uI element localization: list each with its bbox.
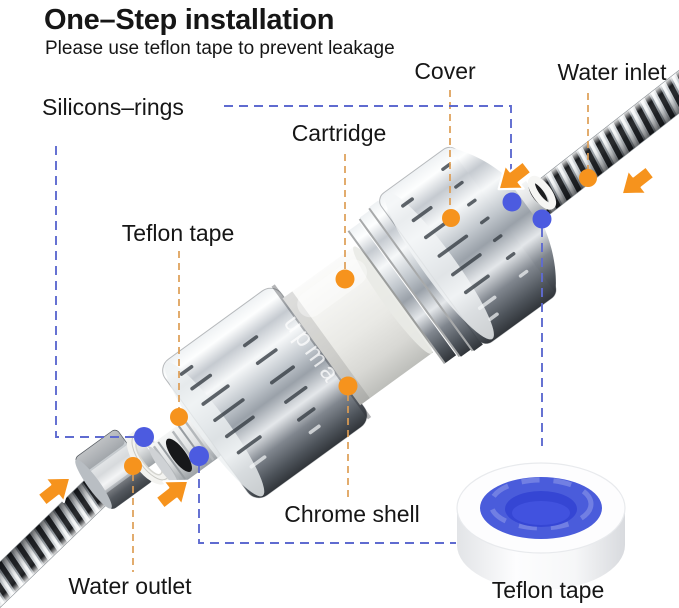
water-inlet-dot	[579, 169, 597, 187]
water-outlet-dot	[124, 457, 142, 475]
arrow-outlet-2	[154, 479, 190, 510]
cover-cap	[379, 146, 557, 345]
label-cover: Cover	[414, 58, 476, 84]
silicone-ring-dot-2	[189, 446, 209, 466]
arrow-outlet-1	[36, 476, 72, 507]
label-cartridge: Cartridge	[291, 120, 387, 146]
cover-ridge-rings	[347, 200, 483, 365]
page-subtitle: Please use teflon tape to prevent leakag…	[45, 38, 395, 59]
cover-dot	[442, 209, 460, 227]
tape-embossed-text	[488, 477, 594, 531]
silicone-ring-dot-3	[502, 192, 522, 212]
silicons-rings-leader-left	[55, 146, 136, 438]
label-water-inlet: Water inlet	[557, 59, 667, 85]
silicone-ring-dot-4	[532, 209, 552, 229]
filter-body: upma	[149, 146, 557, 499]
silicone-ring-dot-1	[134, 427, 154, 447]
cartridge-dot	[335, 269, 355, 289]
marker-dots	[124, 169, 597, 475]
label-chrome-shell: Chrome shell	[284, 501, 420, 527]
chrome-shell-dot	[338, 376, 358, 396]
arrow-inlet-2	[620, 165, 656, 196]
leader-lines-orange	[132, 90, 589, 572]
label-silicons-rings: Silicons–rings	[42, 94, 184, 120]
flow-arrows	[36, 160, 656, 510]
label-water-outlet: Water outlet	[68, 573, 192, 599]
teflon-tape-roll	[456, 462, 626, 590]
silicons-rings-leader-top	[224, 105, 512, 194]
inlet-silicone-ring	[527, 175, 557, 210]
shell-slots	[179, 335, 321, 469]
silicons-rings-leader-bottom	[198, 464, 456, 544]
outlet-gasket	[165, 438, 193, 472]
arrow-inlet-1	[497, 160, 533, 191]
teflon-tape-dot	[170, 408, 188, 426]
page-title: One–Step installation	[44, 4, 335, 36]
chrome-shell-cap: upma	[162, 284, 372, 499]
leader-lines-blue	[55, 105, 543, 544]
label-teflon-tape: Teflon tape	[121, 220, 235, 246]
label-teflon-tape-roll: Teflon tape	[491, 577, 605, 603]
